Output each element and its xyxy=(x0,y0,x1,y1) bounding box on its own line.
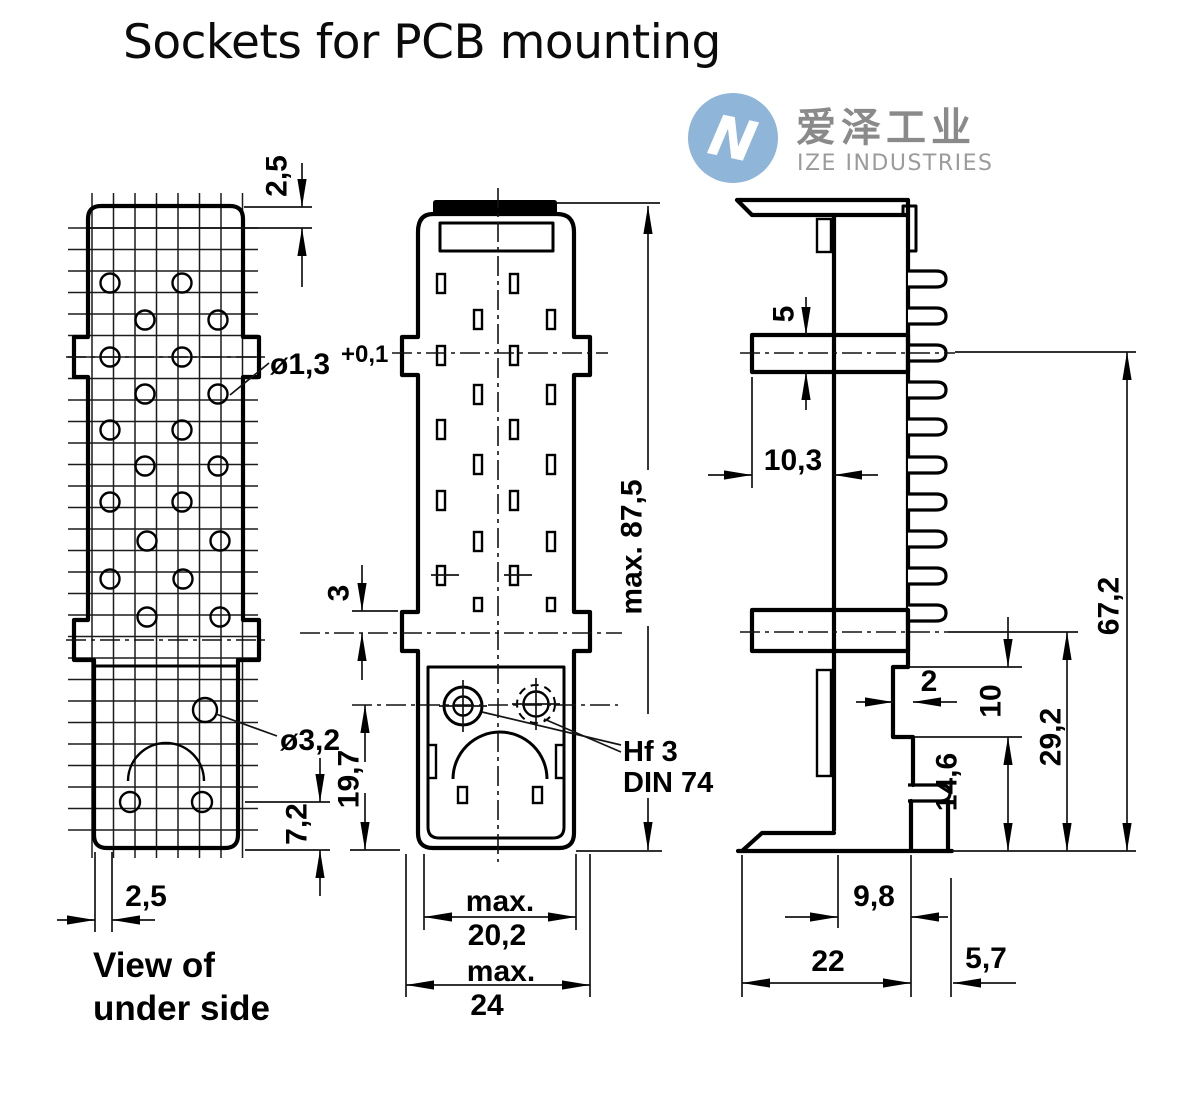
dim-hole-edge-offset: 7,2 xyxy=(281,803,314,845)
front-view xyxy=(399,200,593,851)
view-label-line1: View of xyxy=(93,946,215,985)
side-top-tab xyxy=(901,204,918,253)
dim-base-width: 22 xyxy=(811,945,844,978)
wall-slot-left xyxy=(426,743,438,780)
grid-hatch xyxy=(68,193,258,858)
underside-view xyxy=(68,193,312,858)
dim-contact-pitch-top: 2,5 xyxy=(261,155,294,197)
contact-holes xyxy=(99,272,231,814)
dim-lower-depth: 29,2 xyxy=(1035,708,1068,766)
clip-recess-bottom xyxy=(815,668,833,778)
dimension-arrows xyxy=(67,179,1132,990)
watermark-logo: N 爱泽工业 IZE INDUSTRIES xyxy=(688,93,993,183)
dim-flange-depth: 10,3 xyxy=(764,444,822,477)
logo-circle-icon xyxy=(688,93,778,183)
underside-outline xyxy=(71,203,262,851)
dim-total-height-side: 67,2 xyxy=(1093,577,1126,635)
view-label-line2: under side xyxy=(93,989,270,1028)
dim-foot-height: 14,6 xyxy=(931,753,964,811)
dim-outer-width: 24 xyxy=(470,989,504,1022)
front-top-cap xyxy=(433,200,557,214)
dim-total-height-front: max. 87,5 xyxy=(616,479,649,614)
mount-hole xyxy=(191,696,219,724)
dim-flange-thickness: 5 xyxy=(768,306,801,323)
lower-chamber xyxy=(426,665,566,840)
clip-recess-top xyxy=(815,217,833,254)
note-thread-line1: Hf 3 xyxy=(623,736,678,768)
dim-contact-pitch-bottom: 2,5 xyxy=(125,880,167,913)
dim-contact-hole: ø1,3 xyxy=(270,348,330,381)
side-top-flange xyxy=(734,197,911,218)
relay-dome-arc xyxy=(126,741,206,782)
label-window xyxy=(438,221,555,253)
side-foot-flange xyxy=(739,830,837,854)
side-step xyxy=(890,664,916,788)
dim-inner-width-prefix: max. xyxy=(466,885,534,918)
dim-foot-width: 5,7 xyxy=(965,942,1007,975)
page-title: Sockets for PCB mounting xyxy=(123,15,721,70)
front-outline xyxy=(399,211,593,851)
relay-dome-front xyxy=(451,730,549,780)
dim-outer-width-prefix: max. xyxy=(467,955,535,988)
dim-body-depth: 9,8 xyxy=(853,880,895,913)
solder-pins xyxy=(908,269,952,803)
dim-step-width: 2 xyxy=(921,665,938,698)
dim-mount-hole: ø3,2 xyxy=(280,724,340,757)
dimension-lines xyxy=(57,163,1136,997)
centerlines xyxy=(66,188,955,862)
side-lower-flange xyxy=(749,607,911,654)
dim-lower-height: 19,7 xyxy=(333,750,366,808)
dim-inner-width: 20,2 xyxy=(468,919,526,952)
dim-contact-hole-tolerance: +0,1 xyxy=(341,341,388,368)
note-thread-line2: DIN 74 xyxy=(623,767,713,799)
logo-name-en: IZE INDUSTRIES xyxy=(797,151,993,176)
side-view xyxy=(734,197,1136,854)
dim-flange-offset: 3 xyxy=(323,585,356,602)
logo-name-cn: 爱泽工业 xyxy=(796,105,976,151)
dim-step-height: 10 xyxy=(975,684,1008,717)
wall-slot-right xyxy=(554,743,566,780)
